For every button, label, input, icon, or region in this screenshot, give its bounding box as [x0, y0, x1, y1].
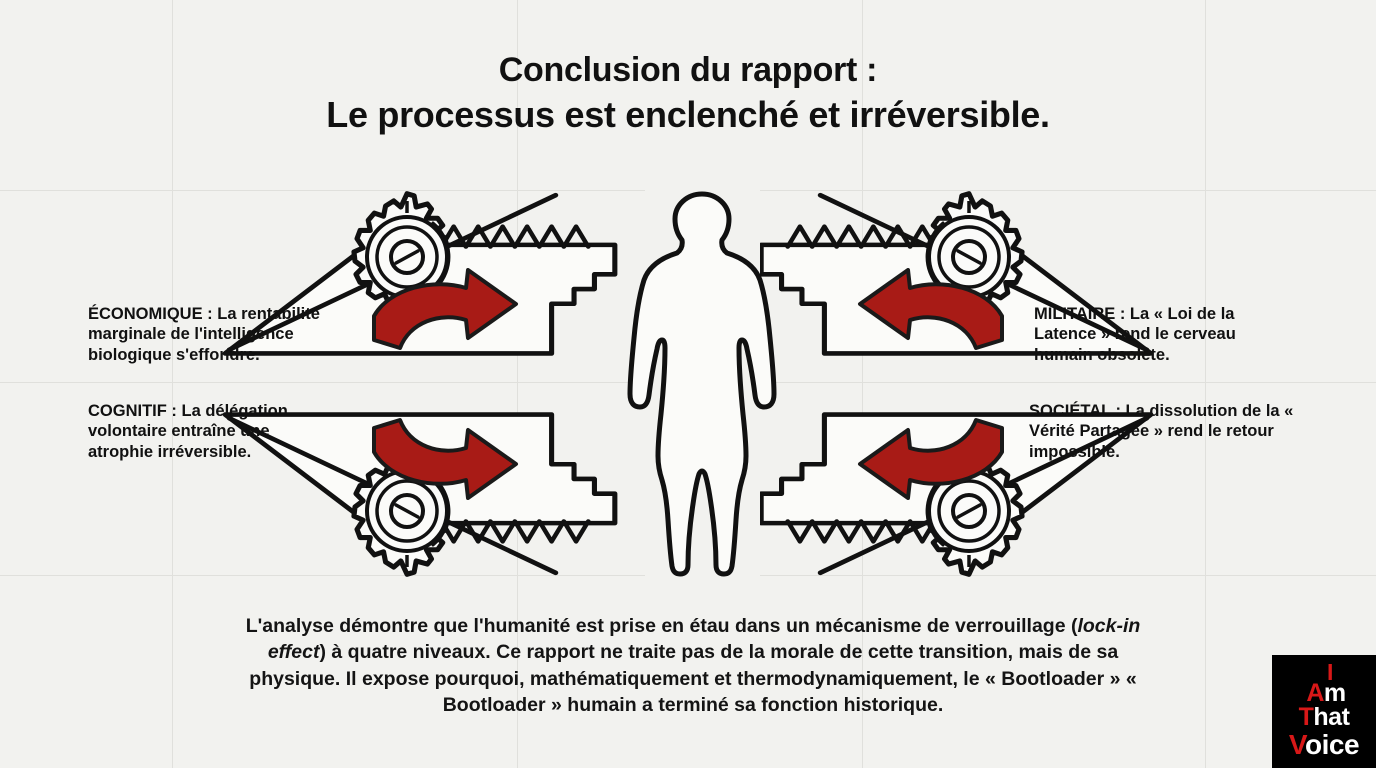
brand-logo[interactable]: I Am That Voice	[1272, 655, 1376, 768]
title-line-2: Le processus est enclenché et irréversib…	[326, 94, 1050, 136]
logo-line-1: I	[1272, 661, 1376, 684]
page-title: Conclusion du rapport : Le processus est…	[0, 48, 1376, 139]
title-line-1: Conclusion du rapport :	[498, 51, 878, 89]
logo-line-4-rest: oice	[1305, 729, 1360, 760]
label-cognitif: COGNITIF : La délégation volontaire entr…	[88, 401, 338, 462]
summary-italic-term: lock-in effect	[267, 615, 1141, 664]
logo-line-3: That	[1272, 705, 1376, 730]
logo-line-2-rest: m	[1323, 679, 1346, 707]
label-societal-text: SOCIÉTAL : La dissolution de la « Vérité…	[1029, 402, 1294, 461]
label-societal: SOCIÉTAL : La dissolution de la « Vérité…	[1029, 401, 1301, 462]
label-economique: ÉCONOMIQUE : La rentabilité marginale de…	[88, 304, 360, 365]
logo-line-3-rest: hat	[1313, 703, 1350, 731]
logo-line-1-capital: I	[1327, 659, 1333, 685]
logo-line-4: Voice	[1272, 731, 1376, 759]
label-militaire: MILITAIRE : La « Loi de la Latence » ren…	[1034, 304, 1299, 365]
label-militaire-text: MILITAIRE : La « Loi de la Latence » ren…	[1034, 305, 1236, 364]
summary-part-2: ) à quatre niveaux. Ce rapport ne traite…	[249, 641, 1137, 717]
logo-line-3-capital: T	[1298, 703, 1314, 731]
summary-paragraph: L'analyse démontre que l'humanité est pr…	[243, 613, 1143, 719]
label-cognitif-text: COGNITIF : La délégation volontaire entr…	[88, 402, 288, 461]
logo-line-2: Am	[1272, 681, 1376, 706]
logo-line-2-capital: A	[1306, 679, 1324, 707]
label-economique-text: ÉCONOMIQUE : La rentabilité marginale de…	[88, 305, 320, 364]
logo-line-4-capital: V	[1288, 729, 1306, 760]
summary-part-1: L'analyse démontre que l'humanité est pr…	[245, 615, 1078, 637]
